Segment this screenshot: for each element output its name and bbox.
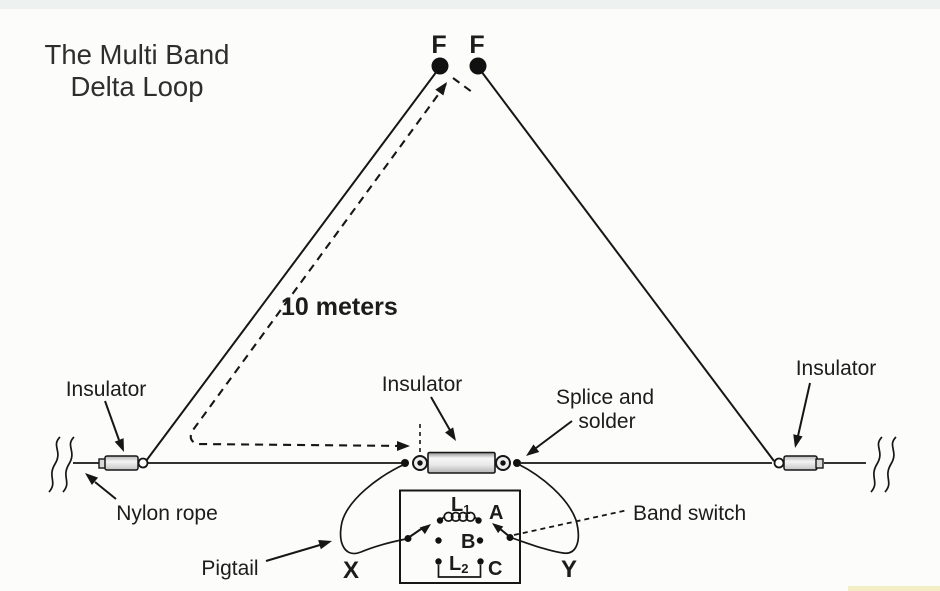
center-insulator-eyelet-right-pin xyxy=(500,460,506,466)
dimension-arrowhead-top xyxy=(435,82,447,96)
insulator-center-label: Insulator xyxy=(382,373,463,396)
contact-a-right xyxy=(475,517,482,524)
feedpoint-label-left: F xyxy=(431,31,446,59)
callout-pigtail: Pigtail xyxy=(201,539,332,580)
center-insulator-eyelet-left-pin xyxy=(417,460,423,466)
insulator-right-arrowhead xyxy=(793,434,803,448)
rope-break-mark-right-1 xyxy=(870,436,883,493)
pigtail-wire-left xyxy=(339,463,407,555)
splice-leader xyxy=(535,420,573,449)
callout-insulator-left: Insulator xyxy=(66,378,147,452)
dimension-label: 10 meters xyxy=(281,293,398,321)
center-insulator-body xyxy=(427,451,496,474)
left-insulator-eyelet xyxy=(137,457,149,469)
pigtail-leader xyxy=(265,544,321,562)
rope-break-mark-left-1 xyxy=(48,436,61,493)
terminal-y-label: Y xyxy=(561,556,577,583)
left-leg-wire xyxy=(145,66,441,462)
insulator-center-leader xyxy=(430,396,452,433)
inductor-l2-letter: L xyxy=(449,553,461,575)
nylon-rope-leader xyxy=(94,481,117,500)
bottom-right-strip xyxy=(848,586,940,591)
insulator-left-arrowhead xyxy=(114,438,124,452)
callout-insulator-center: Insulator xyxy=(382,373,463,441)
pigtail-arrowhead xyxy=(318,539,332,550)
band-switch-box: L1 A B L2 C xyxy=(399,489,521,584)
wiper-arrowhead-left xyxy=(419,524,431,535)
position-a-label: A xyxy=(489,502,503,524)
feedpoint-dot-right xyxy=(469,57,487,75)
splice-arrowhead xyxy=(526,444,540,456)
position-b-label: B xyxy=(461,531,475,553)
coil-l2-loop xyxy=(437,565,482,578)
pigtail-label: Pigtail xyxy=(201,557,258,580)
pigtail-wire-right xyxy=(511,463,580,554)
insulator-left-label: Insulator xyxy=(66,378,147,401)
right-insulator-nub xyxy=(815,458,824,469)
contact-b-right xyxy=(476,537,484,544)
apex-feedpoint: F F xyxy=(431,31,487,75)
callout-insulator-right: Insulator xyxy=(793,357,877,448)
right-insulator-eyelet xyxy=(773,457,785,469)
switch-enclosure xyxy=(399,489,521,584)
nylon-rope-label: Nylon rope xyxy=(116,502,218,525)
feedpoint-label-right: F xyxy=(469,31,484,59)
inductor-l2-label: L2 xyxy=(449,553,468,576)
band-switch-label: Band switch xyxy=(633,502,746,525)
left-insulator-body xyxy=(104,455,139,471)
contact-b-left xyxy=(435,537,442,544)
contact-a-left xyxy=(436,517,444,524)
inductor-l1-label: L1 xyxy=(451,494,470,517)
dimension-arrowhead-right xyxy=(397,441,410,451)
position-c-label: C xyxy=(488,558,502,580)
contact-c-left xyxy=(435,558,442,565)
top-edge-strip xyxy=(0,0,940,9)
nylon-rope-arrowhead xyxy=(85,473,99,486)
insulator-right-label: Insulator xyxy=(796,357,877,380)
wiper-arrowhead-right xyxy=(492,523,504,534)
callout-splice-solder: Splice and solder xyxy=(526,386,654,456)
splice-label-line2: solder xyxy=(578,410,635,433)
callout-band-switch: Band switch xyxy=(513,502,746,536)
dimension-dashed-path xyxy=(189,83,447,448)
inductor-l1-letter: L xyxy=(451,494,463,516)
antenna-loop-wires xyxy=(145,66,775,462)
splice-label-line1: Splice and xyxy=(556,386,654,409)
pigtail-wires xyxy=(339,463,580,555)
insulator-left-leader xyxy=(104,400,120,441)
band-switch-leader xyxy=(513,509,629,536)
coil-l1-loop xyxy=(450,511,461,522)
dimension-dashed-stub xyxy=(452,77,473,93)
contact-c-right xyxy=(477,558,484,565)
rope-break-mark-left-2 xyxy=(62,436,75,493)
diagram-title-line1: The Multi Band xyxy=(45,39,230,70)
inductor-l2-subscript: 2 xyxy=(461,561,468,576)
callout-nylon-rope: Nylon rope xyxy=(85,473,218,525)
right-insulator-body xyxy=(783,455,818,471)
dimension-line: 10 meters xyxy=(189,77,473,469)
feedpoint-dot-left xyxy=(431,57,449,75)
right-leg-wire xyxy=(477,66,775,462)
insulator-center-arrowhead xyxy=(445,427,456,441)
diagram-title-line2: Delta Loop xyxy=(70,71,203,102)
inductor-l1-subscript: 1 xyxy=(463,502,470,517)
terminal-x-label: X xyxy=(343,557,359,584)
coil-l1-loop xyxy=(457,511,469,522)
insulator-right-leader xyxy=(797,382,811,437)
rope-break-mark-right-2 xyxy=(884,436,897,493)
bottom-wire-assembly xyxy=(48,436,897,493)
